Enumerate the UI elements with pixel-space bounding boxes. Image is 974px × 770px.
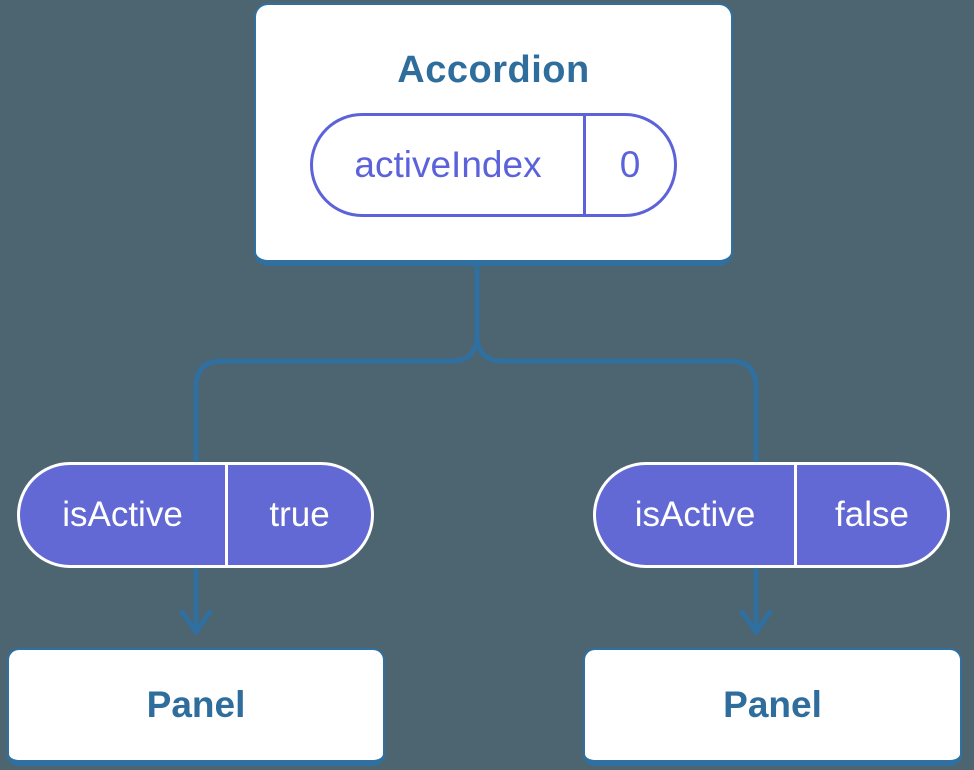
connector-left-branch xyxy=(193,261,480,632)
arrow-down-icon xyxy=(179,609,213,635)
prop-value: 0 xyxy=(619,144,641,185)
prop-name: activeIndex xyxy=(313,116,586,214)
state-pill-left: isActive true xyxy=(17,462,374,568)
accordion-node: Accordion activeIndex 0 xyxy=(254,3,733,266)
state-value: true xyxy=(269,495,330,534)
state-name: isActive xyxy=(596,465,797,565)
prop-pill: activeIndex 0 xyxy=(310,113,677,217)
panel-label: Panel xyxy=(723,684,822,725)
connector-right-branch xyxy=(474,261,759,632)
accordion-node-title: Accordion xyxy=(397,49,590,91)
arrow-down-icon xyxy=(739,609,773,635)
state-name: isActive xyxy=(20,465,228,565)
state-pill-right: isActive false xyxy=(593,462,950,568)
state-value: false xyxy=(835,495,909,534)
panel-node-right: Panel xyxy=(583,648,962,766)
panel-label: Panel xyxy=(146,684,246,725)
panel-node-left: Panel xyxy=(7,648,385,766)
